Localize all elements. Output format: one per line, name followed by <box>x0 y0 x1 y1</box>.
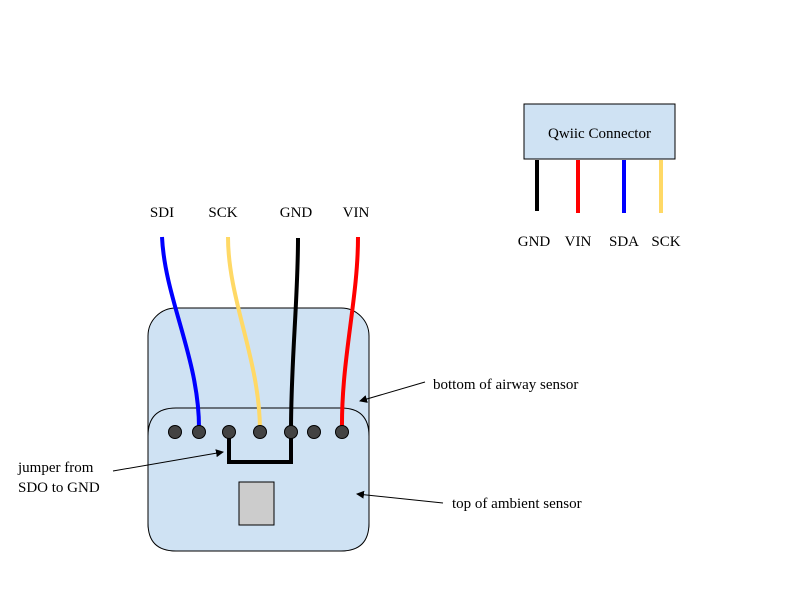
header-pin <box>253 425 267 439</box>
qwiic-pin-label-vin: VIN <box>565 234 592 250</box>
qwiic-connector-box <box>523 103 676 160</box>
qwiic-pin-label-sck: SCK <box>651 234 680 250</box>
qwiic-connector-title: Qwiic Connector <box>548 126 651 142</box>
wire-gnd <box>289 237 300 432</box>
wire-label-sck: SCK <box>208 205 237 221</box>
wire-sck <box>226 236 262 432</box>
airway-label: bottom of airway sensor <box>433 377 578 393</box>
header-pin <box>222 425 236 439</box>
header-pin <box>335 425 349 439</box>
wire-sdi <box>160 236 202 432</box>
wire-label-gnd: GND <box>280 205 313 221</box>
wire-label-vin: VIN <box>343 205 370 221</box>
ambient-sensor-board <box>147 407 370 552</box>
ambient-arrow <box>356 490 444 504</box>
qwiic-connector: Qwiic Connector GND VIN SDA SCK <box>518 103 681 250</box>
ambient-label: top of ambient sensor <box>452 496 582 512</box>
qwiic-pin-label-gnd: GND <box>518 234 551 250</box>
airway-arrow <box>359 381 426 403</box>
jumper-arrow <box>112 449 224 472</box>
sensor-chip <box>238 481 275 526</box>
header-pin <box>307 425 321 439</box>
jumper-label-line1: jumper from <box>17 460 94 476</box>
header-pin <box>284 425 298 439</box>
jumper-wire <box>227 431 293 464</box>
header-pin <box>168 425 182 439</box>
wire-label-sdi: SDI <box>150 205 174 221</box>
qwiic-pin-label-sda: SDA <box>609 234 639 250</box>
wire-vin <box>339 236 360 432</box>
header-pin <box>192 425 206 439</box>
jumper-label-line2: SDO to GND <box>18 480 100 496</box>
